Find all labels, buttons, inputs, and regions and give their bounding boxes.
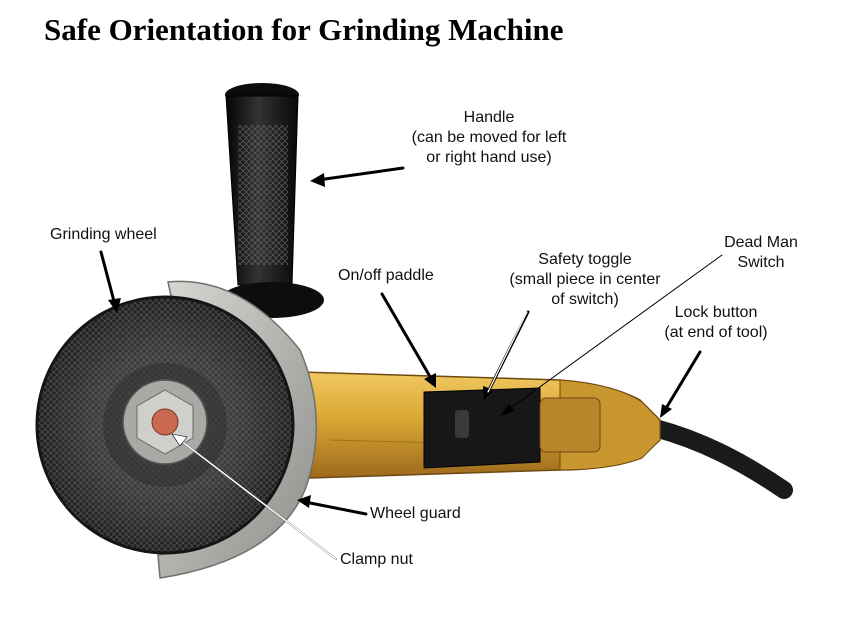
page-title: Safe Orientation for Grinding Machine [44,12,564,47]
clamp-nut-label: Clamp nut [340,551,413,568]
power-cord [646,419,793,499]
dead-man-switch-label: Dead Man Switch [724,234,798,271]
safety-toggle-label: Safety toggle (small piece in center of … [509,251,661,308]
handle-label: Handle (can be moved for left or right h… [411,109,567,166]
grinding-wheel-label: Grinding wheel [50,226,157,243]
lock-button-label: Lock button (at end of tool) [664,304,768,341]
onoff-paddle-label: On/off paddle [338,267,434,284]
wheel-guard-label: Wheel guard [370,505,461,522]
side-handle [220,83,324,318]
callout-arrows [99,166,723,560]
